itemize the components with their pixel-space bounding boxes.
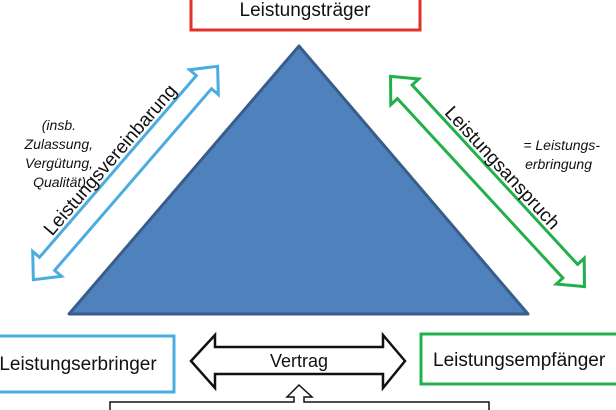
note-line: Vergütung,	[25, 155, 93, 171]
edge-leistungsanspruch-note: = Leistungs- erbringung	[523, 137, 600, 172]
double-arrow-icon	[189, 331, 407, 392]
vertrag-bracket	[109, 383, 490, 410]
note-line: (insb.	[42, 117, 76, 133]
node-leistungserbringer: Leistungserbringer	[0, 334, 176, 394]
edge-vertrag-label: Vertrag	[270, 351, 328, 371]
up-arrow-icon	[109, 383, 490, 410]
node-leistungsempfaenger: Leistungsempfänger	[419, 332, 616, 386]
edge-leistungsvereinbarung-note: (insb. Zulassung, Vergütung, Qualität)	[24, 117, 93, 190]
node-leistungstraeger-label: Leistungsträger	[240, 0, 372, 21]
central-triangle	[67, 44, 530, 316]
node-leistungserbringer-label: Leistungserbringer	[0, 354, 157, 375]
edge-vertrag: Vertrag	[189, 331, 407, 392]
note-line: erbringung	[525, 156, 592, 172]
note-line: = Leistungs-	[523, 137, 600, 153]
double-arrow-icon	[31, 64, 220, 282]
note-line: Qualität)	[33, 174, 86, 190]
node-leistungstraeger: Leistungsträger	[189, 0, 422, 32]
node-leistungsempfaenger-label: Leistungsempfänger	[433, 350, 606, 371]
note-line: Zulassung,	[24, 136, 93, 152]
double-arrow-icon	[389, 74, 586, 289]
